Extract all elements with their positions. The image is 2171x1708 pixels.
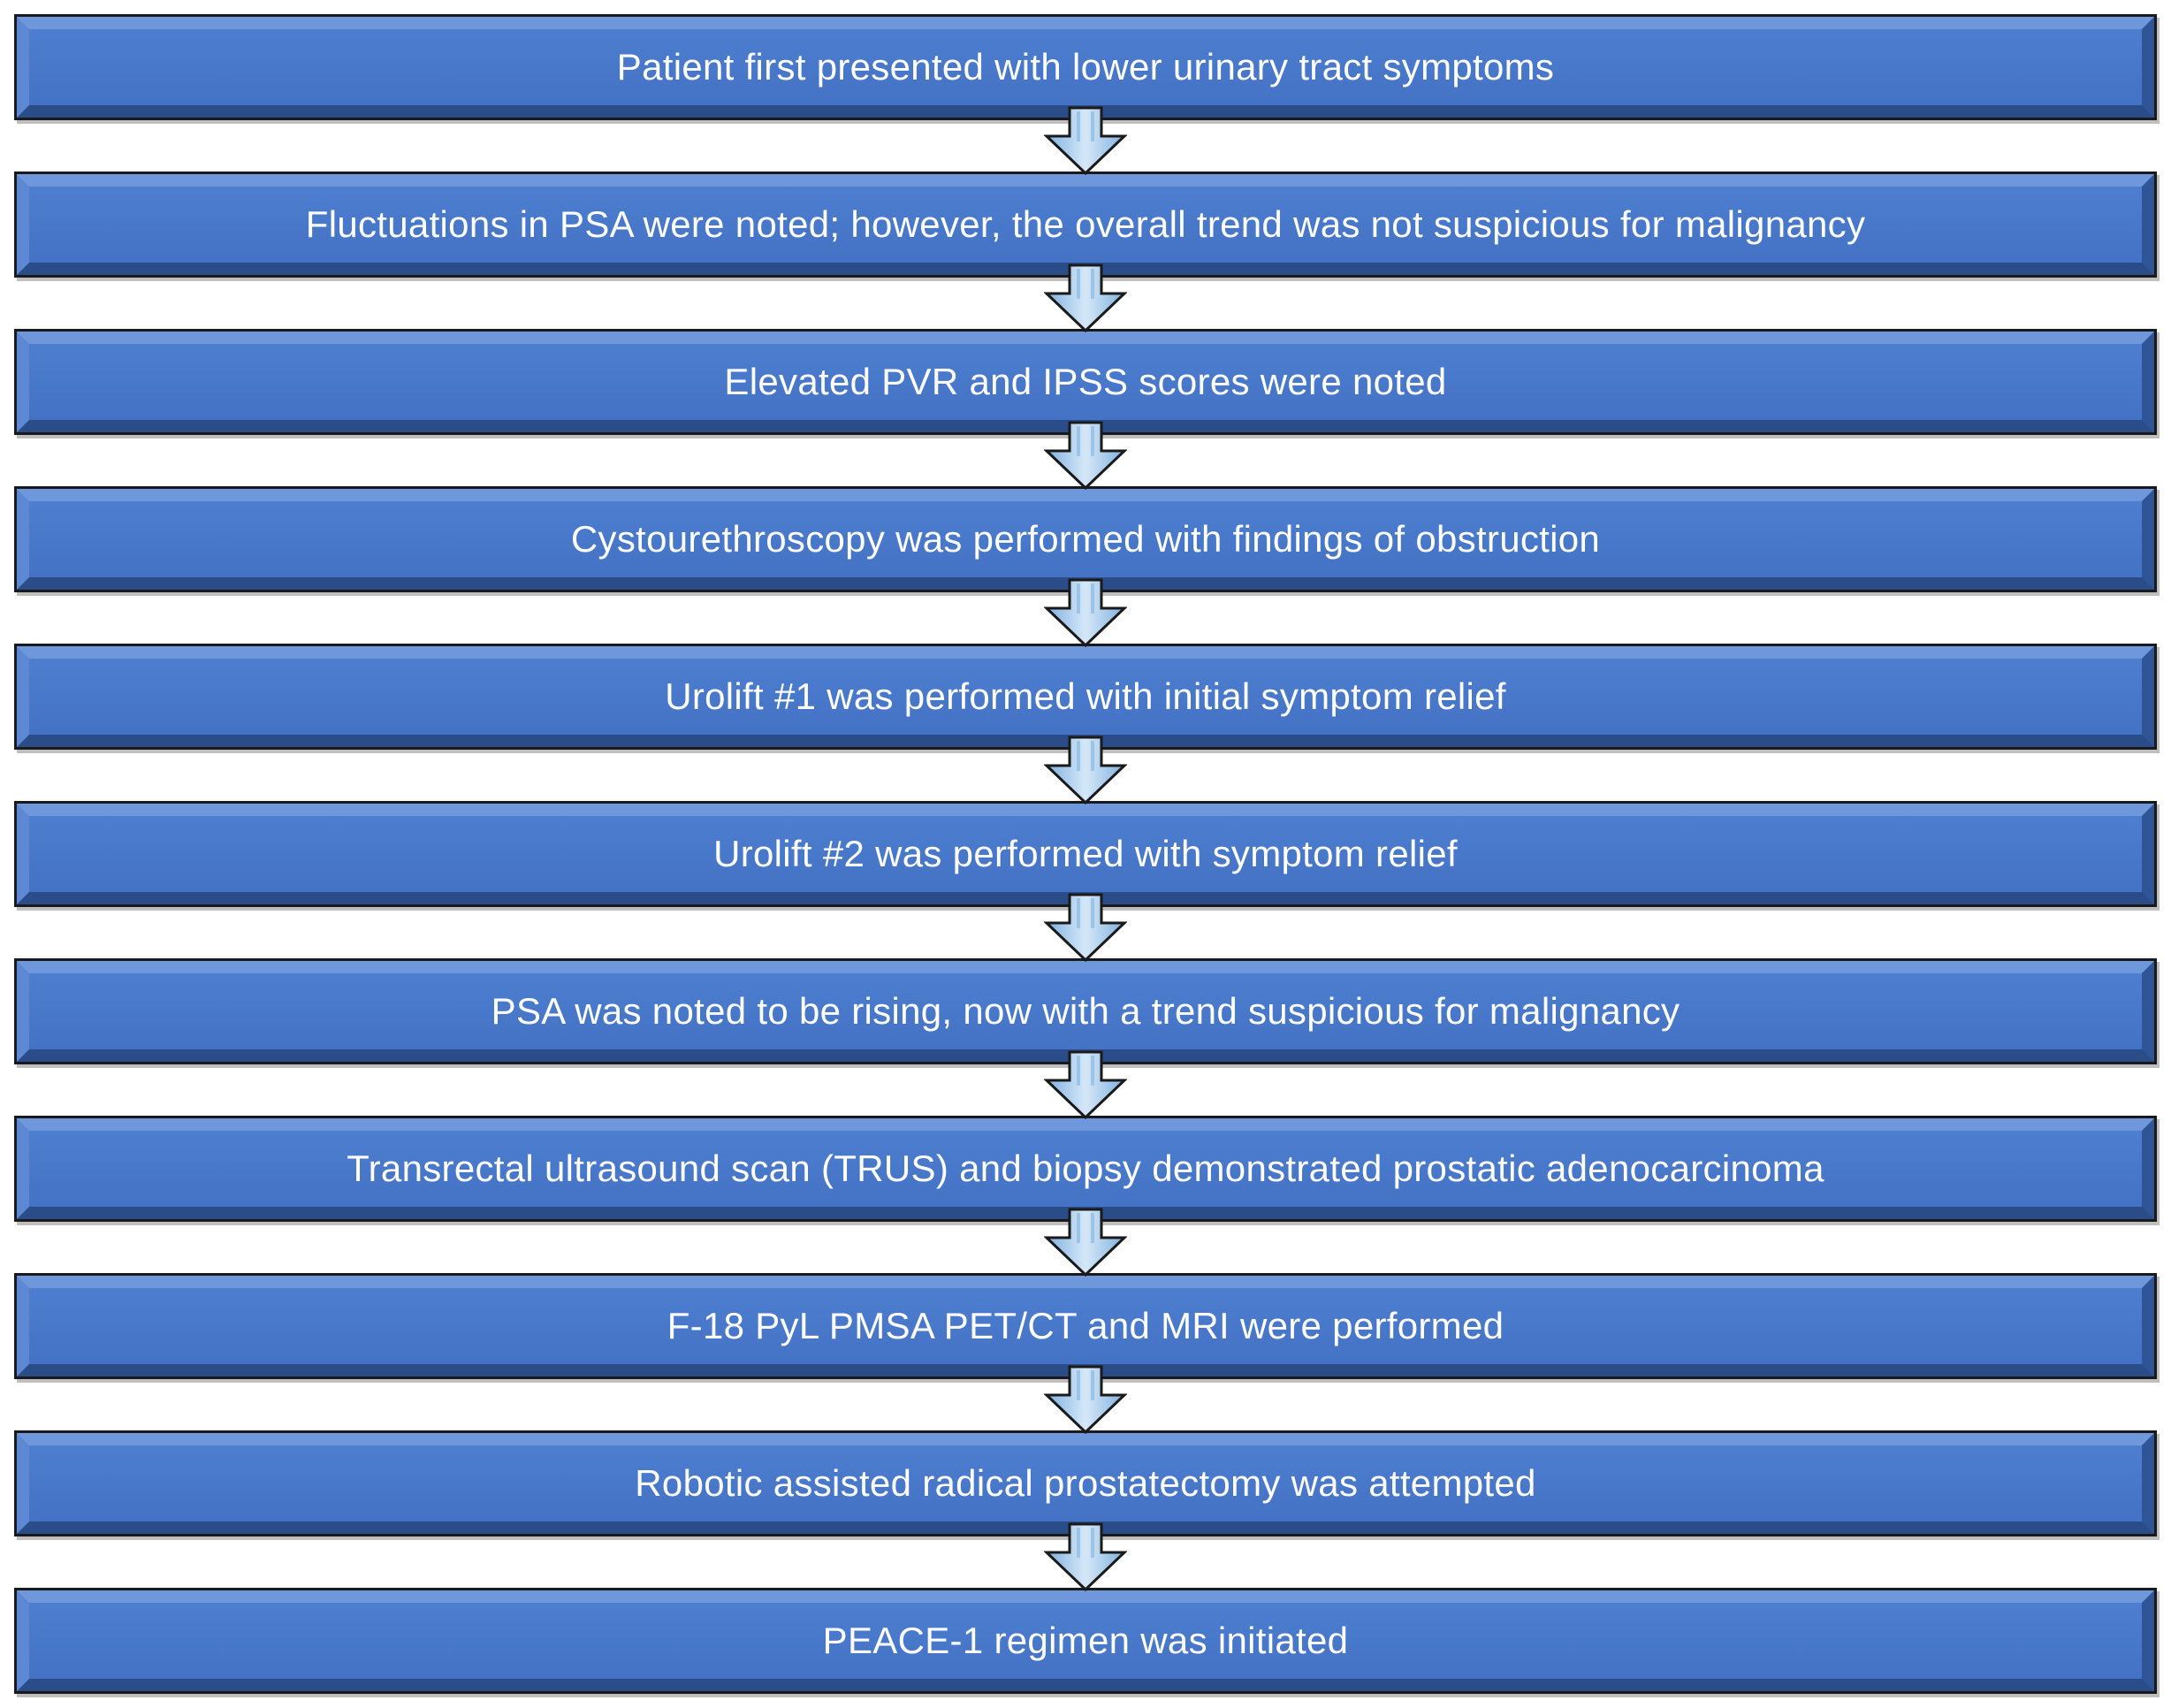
step-box: Transrectal ultrasound scan (TRUS) and b… [14,1116,2157,1222]
step-label: Elevated PVR and IPSS scores were noted [724,361,1447,402]
down-arrow-icon [1044,578,1127,647]
step-box: Urolift #1 was performed with initial sy… [14,644,2157,750]
step-box: Patient first presented with lower urina… [14,14,2157,120]
step-box: Elevated PVR and IPSS scores were noted [14,329,2157,435]
step-label: Transrectal ultrasound scan (TRUS) and b… [347,1148,1824,1189]
step-box: Urolift #2 was performed with symptom re… [14,801,2157,907]
down-arrow-icon [1044,421,1127,490]
step-box: PSA was noted to be rising, now with a t… [14,958,2157,1064]
step-label: PSA was noted to be rising, now with a t… [491,990,1680,1032]
step-box: Robotic assisted radical prostatectomy w… [14,1430,2157,1536]
step-box: PEACE-1 regimen was initiated [14,1588,2157,1694]
down-arrow-icon [1044,1208,1127,1277]
down-arrow-icon [1044,893,1127,962]
down-arrow-icon [1044,1365,1127,1434]
step-label: Urolift #2 was performed with symptom re… [713,833,1458,874]
down-arrow-icon [1044,263,1127,332]
step-label: F-18 PyL PMSA PET/CT and MRI were perfor… [667,1305,1504,1346]
step-box: F-18 PyL PMSA PET/CT and MRI were perfor… [14,1273,2157,1379]
step-box: Cystourethroscopy was performed with fin… [14,486,2157,592]
down-arrow-icon [1044,106,1127,175]
step-label: Patient first presented with lower urina… [616,46,1555,88]
step-label: PEACE-1 regimen was initiated [822,1620,1349,1661]
down-arrow-icon [1044,736,1127,804]
step-label: Robotic assisted radical prostatectomy w… [635,1462,1536,1504]
step-label: Urolift #1 was performed with initial sy… [665,675,1506,717]
step-label: Fluctuations in PSA were noted; however,… [305,203,1866,245]
down-arrow-icon [1044,1050,1127,1119]
down-arrow-icon [1044,1522,1127,1591]
step-box: Fluctuations in PSA were noted; however,… [14,172,2157,278]
step-label: Cystourethroscopy was performed with fin… [570,518,1601,560]
